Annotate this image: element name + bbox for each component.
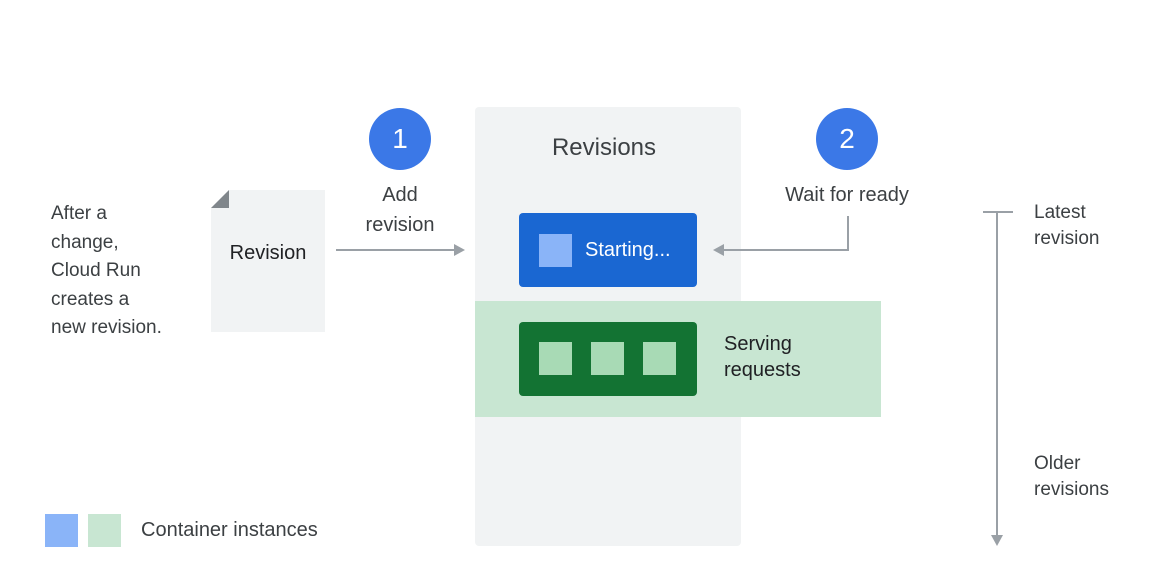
older-revisions-label: Older revisions [1034,453,1109,500]
serving-revision [519,322,697,396]
add-revision-arrow [336,244,465,256]
serving-instance [591,342,624,375]
legend-swatch-starting [45,514,78,547]
serving-instance [643,342,676,375]
starting-instance [539,234,572,267]
legend-swatch-serving [88,514,121,547]
serving-label: Serving requests [724,333,801,381]
revision-document: Revision [211,190,325,332]
starting-revision: Starting... [519,213,697,287]
document-icon [211,190,325,332]
step-1-badge: 1 [369,108,431,170]
revisions-title: Revisions [551,134,657,161]
intro-text: After a change, Cloud Run creates a new … [51,203,162,338]
legend-label: Container instances [141,519,318,541]
latest-revision-label: Latest revision [1034,202,1100,249]
step-1-label: Add revision [365,184,435,236]
starting-label: Starting... [585,239,671,261]
revision-document-label: Revision [229,242,307,264]
wait-for-ready-arrow [713,216,849,256]
serving-instance [539,342,572,375]
step-2-label: Wait for ready [785,184,909,206]
revision-timeline-axis [983,211,1013,546]
step-2-badge: 2 [816,108,878,170]
